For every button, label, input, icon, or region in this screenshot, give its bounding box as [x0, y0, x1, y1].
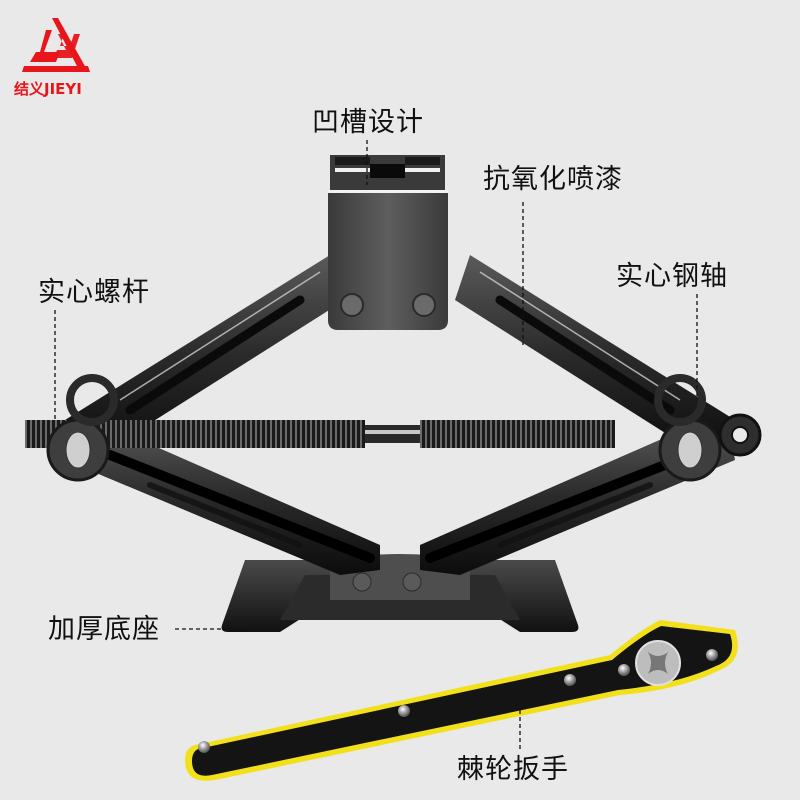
- callout-solid-steel-shaft: 实心钢轴: [616, 261, 728, 292]
- jack-base: [221, 554, 579, 632]
- callout-ratchet-wrench: 棘轮扳手: [457, 754, 569, 785]
- brand-name: 结义JIEYI: [14, 80, 82, 98]
- ratchet-wrench: [185, 620, 738, 781]
- jack-lower-arms: [65, 420, 735, 575]
- callout-anti-oxidation-paint: 抗氧化喷漆: [483, 164, 623, 195]
- jy-triangle-logo-icon: [22, 18, 90, 72]
- jack-saddle-head: [328, 155, 448, 330]
- callout-solid-screw-rod: 实心螺杆: [38, 277, 150, 308]
- callout-leader-lines: [54, 140, 698, 752]
- pivot-joints: [46, 374, 762, 482]
- callout-groove-design: 凹槽设计: [312, 107, 424, 138]
- jack-upper-arms: [65, 255, 735, 455]
- threaded-screw-rod: [25, 420, 615, 448]
- callout-thickened-base: 加厚底座: [48, 614, 160, 645]
